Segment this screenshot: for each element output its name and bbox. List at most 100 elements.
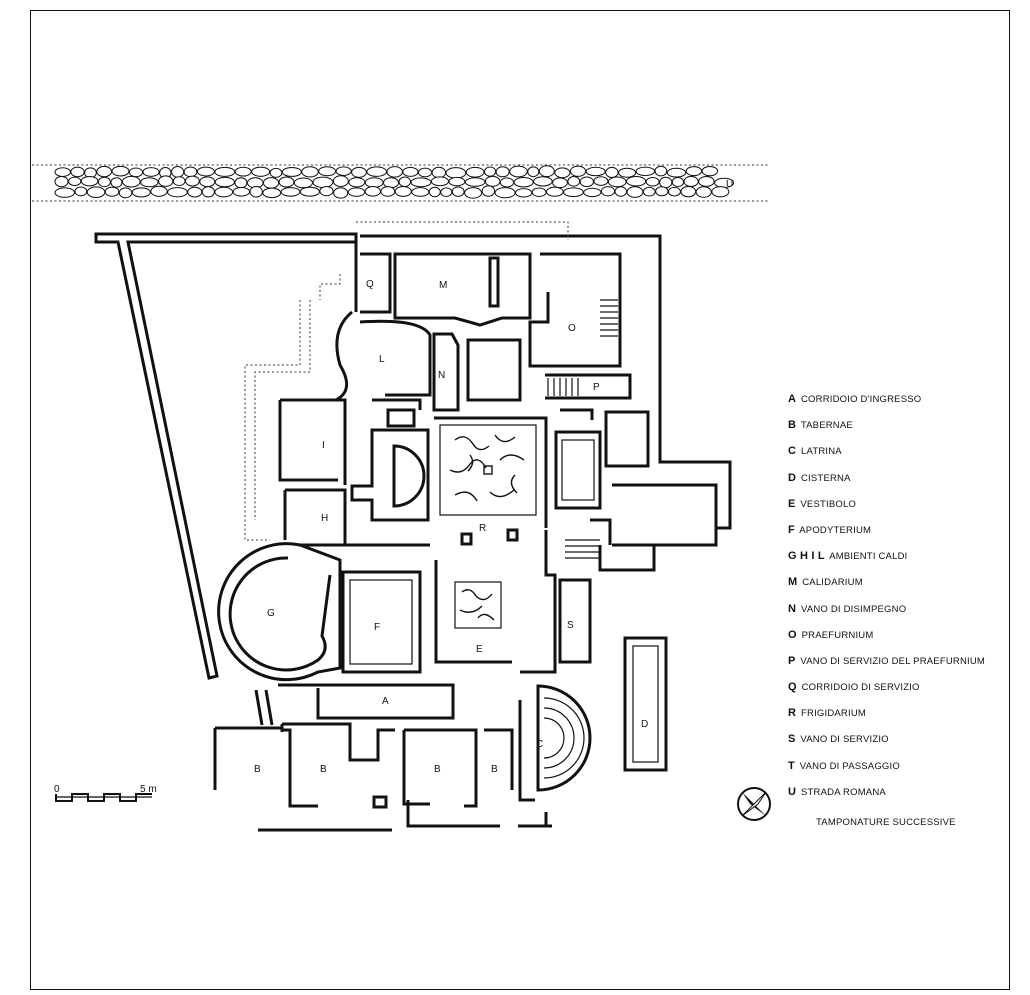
cobble xyxy=(86,186,106,199)
legend-text: CORRIDOIO DI SERVIZIO xyxy=(801,682,920,694)
cobble xyxy=(196,166,215,177)
cobble xyxy=(96,165,113,178)
cobble xyxy=(214,166,236,177)
cobble xyxy=(464,187,483,199)
cobble xyxy=(319,185,334,197)
cisterna-D xyxy=(623,636,668,772)
legend-item: M CALIDARIUM xyxy=(788,576,1013,602)
legend-item: D CISTERNA xyxy=(788,472,1013,498)
cobble xyxy=(293,177,313,189)
label-B2: B xyxy=(320,764,327,775)
legend-text: FRIGIDARIUM xyxy=(801,708,867,720)
legend-item: A CORRIDOIO D'INGRESSO xyxy=(788,393,1013,419)
road-cobbles xyxy=(54,165,735,199)
legend-text: VANO DI PASSAGGIO xyxy=(799,760,900,772)
cobble xyxy=(110,177,123,188)
rooms-L-N-P xyxy=(359,319,632,412)
cobble xyxy=(118,187,133,199)
cobble xyxy=(262,177,280,189)
outer-walls xyxy=(94,221,732,680)
cobble xyxy=(394,186,412,197)
legend-key: A xyxy=(788,393,797,405)
cobble xyxy=(54,175,69,188)
legend-text: LATRINA xyxy=(801,446,842,458)
cobble xyxy=(74,186,88,197)
cobble xyxy=(54,167,71,177)
legend-text: PRAEFURNIUM xyxy=(801,629,874,641)
cobble xyxy=(683,175,699,188)
legend-item: Q CORRIDOIO DI SERVIZIO xyxy=(788,681,1013,707)
room-R-frigidarium xyxy=(372,398,594,546)
cobble xyxy=(583,187,602,198)
legend-text: VANO DI DISIMPEGNO xyxy=(801,603,907,615)
cobble xyxy=(411,187,430,197)
cobble xyxy=(280,187,301,197)
north-arrow-icon xyxy=(737,787,771,821)
cobble xyxy=(563,187,584,198)
label-G: G xyxy=(267,608,275,619)
cobble xyxy=(234,177,248,189)
legend-text: CISTERNA xyxy=(801,472,851,484)
cobble xyxy=(659,176,673,189)
cobble xyxy=(499,177,515,188)
label-O: O xyxy=(568,323,576,334)
legend-key: S xyxy=(788,733,796,746)
legend-key: N xyxy=(788,602,797,615)
label-N: N xyxy=(438,370,445,381)
cobble xyxy=(448,176,466,187)
cobble xyxy=(386,166,403,178)
legend-text: STRADA ROMANA xyxy=(801,786,886,798)
drawing-frame xyxy=(30,10,1010,990)
cobble xyxy=(431,166,447,179)
cobble xyxy=(701,166,719,177)
cobble xyxy=(538,165,555,178)
cobble xyxy=(183,166,198,178)
cobble xyxy=(481,185,496,197)
legend-key: B xyxy=(788,419,797,432)
cobble xyxy=(513,177,534,188)
cobble xyxy=(281,166,302,177)
legend-tamponature: TAMPONATURE SUCCESSIVE xyxy=(816,817,956,828)
cobble xyxy=(635,166,656,177)
cobble xyxy=(234,166,252,177)
cobble xyxy=(172,176,186,187)
cobble xyxy=(199,176,216,188)
cobble xyxy=(552,177,568,189)
rooms-I-H xyxy=(278,398,430,547)
legend-text: VESTIBOLO xyxy=(800,498,857,510)
label-B1: B xyxy=(254,764,261,775)
legend-key: Q xyxy=(788,681,797,694)
cobble xyxy=(299,186,320,197)
cobble xyxy=(614,186,628,197)
legend-key: P xyxy=(788,654,796,667)
cobble xyxy=(607,176,627,188)
cobble xyxy=(569,165,587,177)
tabernae-B xyxy=(213,722,552,832)
room-M-calidarium xyxy=(335,252,532,402)
legend-item: O PRAEFURNIUM xyxy=(788,629,1013,655)
cobble xyxy=(464,177,486,187)
cobble xyxy=(383,177,400,189)
cobble xyxy=(509,165,528,178)
legend-key: T xyxy=(788,759,795,772)
east-rooms xyxy=(554,410,718,572)
cobble xyxy=(366,166,387,177)
cobble xyxy=(567,176,581,187)
legend-item: R FRIGIDARIUM xyxy=(788,707,1013,733)
cobble xyxy=(142,167,160,177)
label-B3: B xyxy=(434,764,441,775)
label-L: L xyxy=(379,354,385,365)
legend-text: CORRIDOIO D'INGRESSO xyxy=(801,394,922,405)
cobble xyxy=(600,186,616,197)
cobble xyxy=(185,175,200,187)
legend-item: U STRADA ROMANA xyxy=(788,786,1013,812)
legend-item: G H I L AMBIENTI CALDI xyxy=(788,550,1013,576)
cobble xyxy=(150,185,168,197)
cobble xyxy=(680,185,697,198)
cobble xyxy=(585,166,606,177)
cobble xyxy=(428,186,441,198)
cobble xyxy=(104,186,120,197)
cobble xyxy=(301,166,319,178)
label-M: M xyxy=(439,280,447,291)
cobble xyxy=(171,166,185,178)
